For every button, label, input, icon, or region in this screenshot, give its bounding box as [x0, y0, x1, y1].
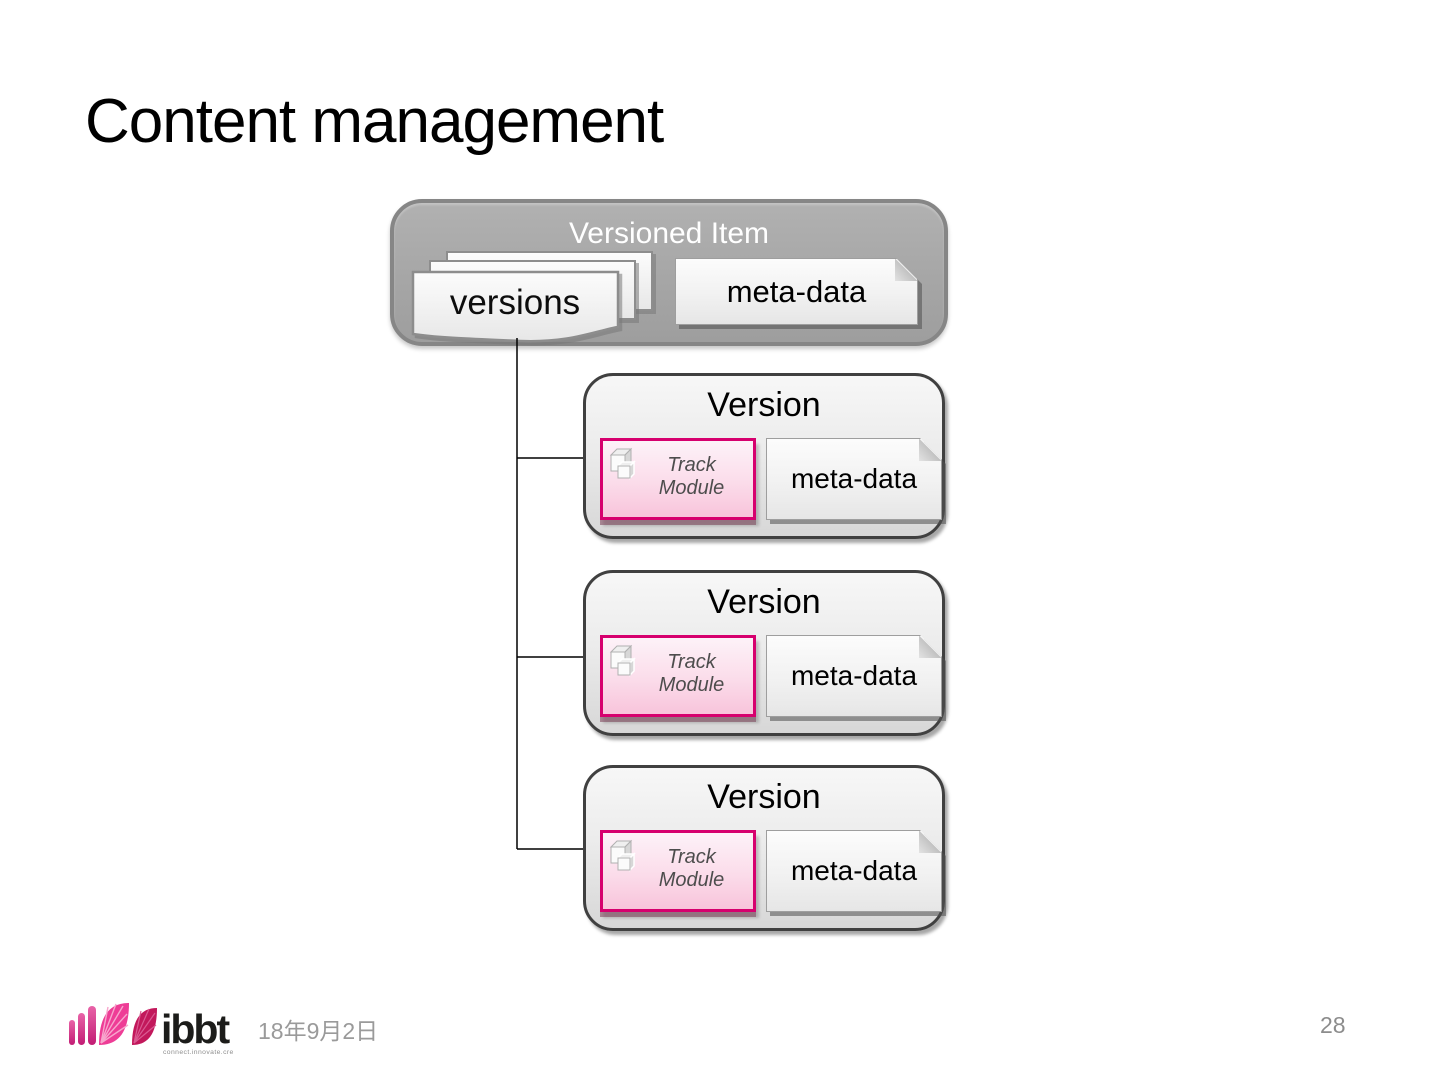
versions-document-stack-icon	[411, 251, 653, 343]
folded-paper-shape: meta-data	[766, 830, 942, 912]
version-card-3: Version Track Module meta-data	[583, 765, 945, 931]
versioned-item-title: Versioned Item	[568, 217, 770, 250]
slide-date: 18年9月2日	[258, 1018, 379, 1044]
module-cubes-icon	[609, 644, 636, 677]
version-metadata-box: meta-data	[766, 830, 942, 912]
track-module-label: Track Module	[658, 454, 725, 499]
version-card-1: Version Track Module meta-data	[583, 373, 945, 539]
module-cubes-icon	[609, 839, 636, 872]
logo-tagline: connect.innovate.create	[163, 1049, 234, 1056]
track-module-box: Track Module	[600, 635, 756, 717]
versions-label: versions	[449, 283, 581, 322]
folded-paper-shape: meta-data	[766, 438, 942, 520]
version-title: Version	[707, 778, 821, 816]
module-cubes-icon	[609, 447, 636, 480]
folded-paper-shape: meta-data	[766, 635, 942, 717]
logo-wordmark: ibbt	[161, 1006, 230, 1052]
version-metadata-box: meta-data	[766, 438, 942, 520]
track-module-label: Track Module	[658, 846, 725, 891]
track-module-label: Track Module	[658, 651, 725, 696]
page-title: Content management	[85, 87, 664, 156]
metadata-label: meta-data	[790, 855, 918, 886]
track-module-box: Track Module	[600, 438, 756, 520]
version-card-2: Version Track Module meta-data	[583, 570, 945, 736]
metadata-label: meta-data	[790, 660, 918, 691]
ibbt-logo: ibbt connect.innovate.create	[69, 1003, 234, 1056]
version-title: Version	[707, 386, 821, 424]
track-module-box: Track Module	[600, 830, 756, 912]
metadata-label: meta-data	[790, 463, 918, 494]
versioned-item-metadata-box: meta-data	[675, 258, 918, 325]
metadata-label: meta-data	[726, 273, 867, 309]
version-title: Version	[707, 583, 821, 621]
page-number: 28	[1320, 1012, 1346, 1038]
folded-paper-shape: meta-data	[675, 258, 918, 325]
version-metadata-box: meta-data	[766, 635, 942, 717]
